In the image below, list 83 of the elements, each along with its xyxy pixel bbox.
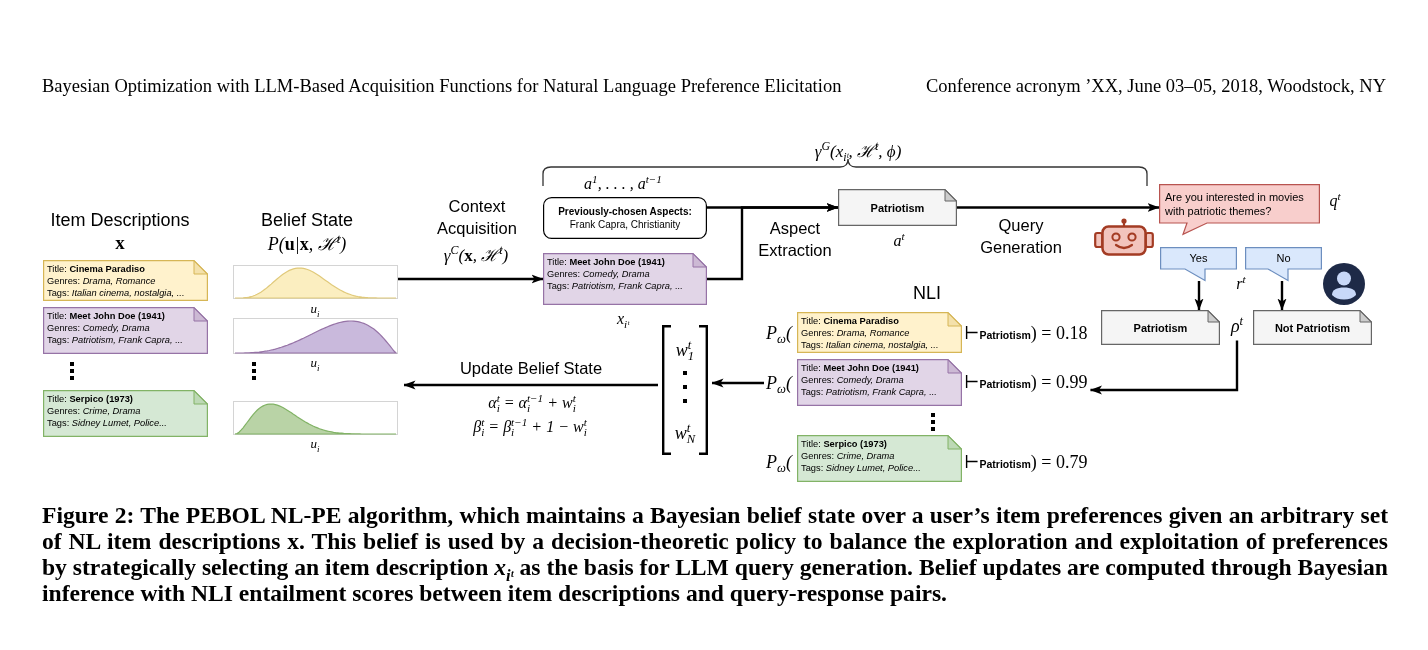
math-label: r$^{t}$	[1236, 275, 1246, 293]
edge-label: Query Generation	[979, 215, 1063, 258]
math-label: x	[115, 232, 125, 254]
document-card	[1253, 310, 1372, 345]
title-text: Title: Cinema Paradiso	[47, 263, 145, 275]
card-text: Patriotism	[1133, 321, 1188, 334]
tags-text: Tags: Patriotism, Frank Capra, ...	[547, 280, 683, 292]
answer-text: Yes	[1189, 251, 1208, 265]
aspect-box	[543, 197, 707, 239]
speech-bubble	[1159, 184, 1320, 235]
tags-text: Tags: Patriotism, Frank Capra, ...	[801, 386, 937, 398]
arrow	[1277, 281, 1287, 311]
arrow	[398, 274, 544, 284]
document-card	[1101, 310, 1220, 345]
document-card	[797, 359, 962, 406]
document-card	[43, 390, 208, 437]
tags-text: Tags: Patriotism, Frank Capra, ...	[47, 334, 183, 346]
genres-text: Genres: Crime, Drama	[47, 405, 141, 417]
title-text: Title: Serpico (1973)	[47, 393, 133, 405]
math-label: γ$^{C}$(x, ℋ$^{t}$)	[443, 242, 509, 266]
section-heading: NLI	[913, 282, 941, 304]
document-card	[43, 260, 208, 301]
matrix	[662, 325, 708, 455]
math-label: x$_{iᵗ}$	[616, 310, 630, 328]
genres-text: Genres: Comedy, Drama	[801, 374, 904, 386]
arrow	[957, 203, 1160, 212]
heading-text: Previously-chosen Aspects:	[558, 205, 692, 218]
card-text: Not Patriotism	[1274, 321, 1351, 334]
math-label: P$_{ω}$(	[766, 451, 792, 473]
genres-text: Genres: Comedy, Drama	[547, 268, 650, 280]
aspect-text: Frank Capra, Christianity	[569, 218, 681, 231]
distribution-plot	[233, 401, 398, 435]
figure-caption: Figure 2: The PEBOL NL-PE algorithm, which maintains a Bayesian belief state over a user’s item preferences given an arbitrary set of NL item descriptions x. This belief is used by a decision-theoretic policy to balance the exploration and exploitation of preferences by strategically selecting an item description x$_{iᵗ}$ as the basis for LLM query generation. Belief updates are computed through Bayesian inference with NLI entailment scores between item descriptions and query-response pairs.	[42, 502, 1388, 606]
title-text: Title: Meet John Doe (1941)	[47, 310, 165, 322]
document-card	[43, 307, 208, 354]
math-label: ⊢Patriotism) = 0.18	[964, 322, 1088, 344]
axis-label: u$_{i}$	[310, 355, 320, 371]
title-text: Title: Meet John Doe (1941)	[547, 256, 665, 268]
title-text: Title: Cinema Paradiso	[801, 315, 899, 327]
math-label: ⊢Patriotism) = 0.99	[964, 371, 1088, 393]
tags-text: Tags: Sidney Lumet, Police...	[801, 462, 921, 474]
document-card	[543, 253, 707, 305]
arrow	[707, 203, 839, 281]
math-label: ρ$^{t}$	[1230, 315, 1244, 337]
math-label: P$_{ω}$(	[766, 322, 792, 344]
arrow	[711, 378, 764, 388]
math-label: γ$^{G}$(x$_{iᵗ}$, ℋ$^{t}$, ϕ)	[814, 138, 902, 162]
running-header: Conference acronym ’XX, June 03–05, 2018, Woodstock, NY	[925, 75, 1386, 97]
tags-text: Tags: Italian cinema, nostalgia, ...	[801, 339, 939, 351]
genres-text: Genres: Drama, Romance	[801, 327, 910, 339]
title-text: Title: Meet John Doe (1941)	[801, 362, 919, 374]
column-heading: Item Descriptions	[50, 209, 190, 231]
axis-label: u$_{i}$	[310, 301, 320, 317]
speech-bubble	[1160, 247, 1237, 281]
edge-label: Update Belief State	[459, 358, 603, 379]
card-text: Patriotism	[870, 201, 925, 214]
speech-bubble	[1245, 247, 1322, 281]
math-label: a$^{1}$, . . . , a$^{t−1}$	[584, 175, 662, 193]
question-text: Are you interested in movies with patriotic themes?	[1165, 189, 1305, 218]
genres-text: Genres: Drama, Romance	[47, 275, 156, 287]
axis-label: u$_{i}$	[310, 436, 320, 452]
genres-text: Genres: Crime, Drama	[801, 450, 895, 462]
edge-label: Context Acquisition	[436, 196, 518, 239]
math-label: a$^{t}$	[893, 232, 905, 250]
document-card	[797, 312, 962, 353]
edge-label: Aspect Extraction	[757, 218, 833, 261]
document-card	[797, 435, 962, 482]
math-label: q$^{t}$	[1329, 192, 1341, 210]
tags-text: Tags: Sidney Lumet, Police...	[47, 417, 167, 429]
document-card	[838, 189, 957, 226]
column-heading: Belief State	[260, 209, 354, 231]
math-label: P$_{ω}$(	[766, 372, 792, 394]
arrow	[1194, 281, 1204, 311]
distribution-plot	[233, 318, 398, 354]
arrow	[403, 380, 658, 390]
math-label: ⊢Patriotism) = 0.79	[964, 451, 1088, 473]
genres-text: Genres: Comedy, Drama	[47, 322, 150, 334]
tags-text: Tags: Italian cinema, nostalgia, ...	[47, 287, 185, 299]
answer-text: No	[1276, 251, 1291, 265]
title-text: Title: Serpico (1973)	[801, 438, 887, 450]
math-label: P(u|x, ℋ$^{t}$)	[267, 231, 347, 255]
running-header: Bayesian Optimization with LLM-Based Acquisition Functions for Natural Language Preference Elicitation	[42, 75, 842, 97]
distribution-plot	[233, 265, 398, 299]
